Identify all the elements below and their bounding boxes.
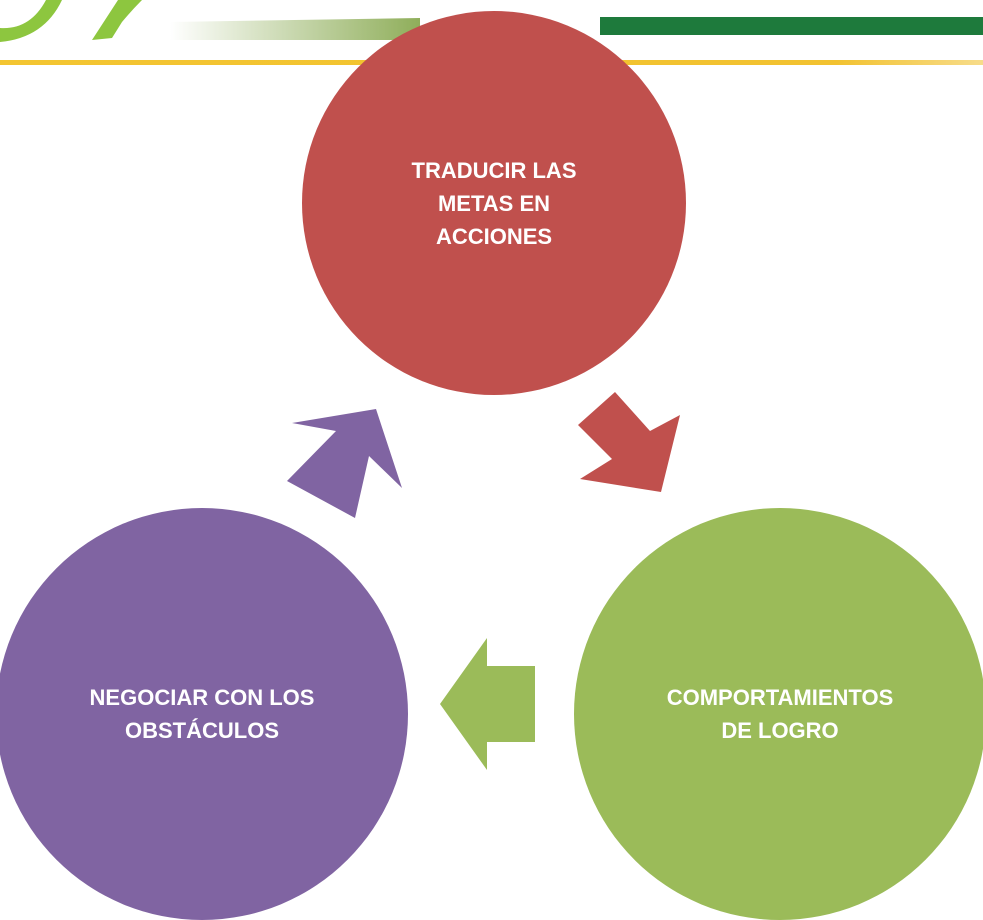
node-translate-goals: TRADUCIR LAS METAS EN ACCIONES [302, 11, 686, 395]
node-translate-goals-label: TRADUCIR LAS METAS EN ACCIONES [411, 157, 577, 249]
arrow-green-shape [440, 638, 535, 770]
arrow-purple-shape [287, 409, 402, 518]
logo-icon [0, 0, 142, 42]
arrow-red-shape [578, 392, 680, 492]
node-negotiate-obstacles-label: NEGOCIAR CON LOS OBSTÁCULOS [89, 685, 315, 743]
node-negotiate-obstacles: NEGOCIAR CON LOS OBSTÁCULOS [0, 508, 408, 920]
node-achievement-behaviors: COMPORTAMIENTOS DE LOGRO [574, 508, 983, 920]
header-dark-green-bar [600, 17, 983, 35]
header-fade-bar [170, 18, 420, 40]
node-achievement-behaviors-label: COMPORTAMIENTOS DE LOGRO [666, 685, 894, 743]
